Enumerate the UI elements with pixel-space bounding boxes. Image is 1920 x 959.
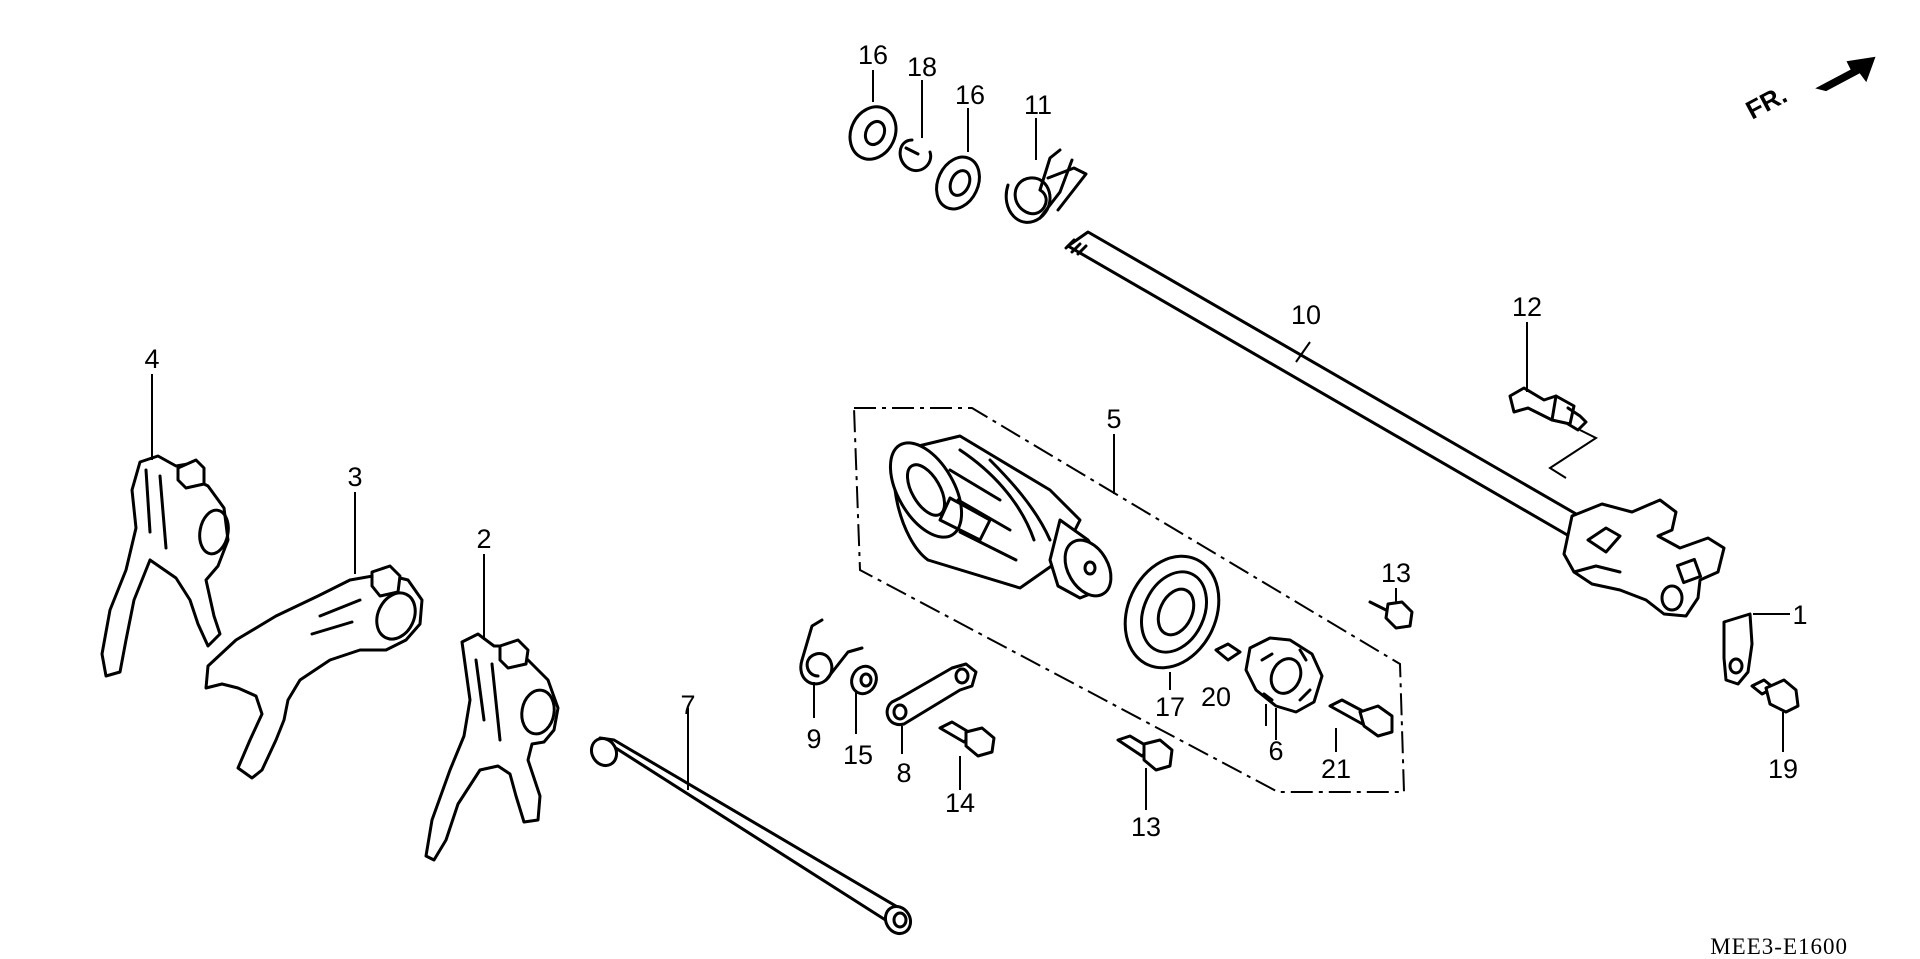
callout-16: 16 [858, 40, 888, 70]
part-2-shift-fork [424, 632, 560, 862]
part-11-return-spring [1004, 148, 1088, 224]
callout-13: 13 [1381, 558, 1411, 588]
part-5-shift-drum-group [852, 407, 1406, 793]
callout-21: 21 [1321, 754, 1351, 784]
part-17-bearing [1123, 554, 1221, 670]
part-9-stopper-spring [799, 618, 864, 686]
part-15-washer [850, 664, 878, 696]
callout-16: 16 [955, 80, 985, 110]
callout-3: 3 [347, 462, 362, 492]
callout-2: 2 [476, 524, 491, 554]
part-10-gearshift-spindle [1064, 230, 1726, 618]
direction-arrow-icon [1815, 56, 1876, 92]
callout-5: 5 [1106, 404, 1121, 434]
diagram-code: MEE3-E1600 [1710, 934, 1848, 959]
part-13-bolt-upper [1368, 600, 1414, 630]
part-14-bolt [938, 720, 996, 758]
callout-10: 10 [1291, 300, 1321, 330]
part-13-bolt-lower [1116, 734, 1174, 772]
callout-8: 8 [896, 758, 911, 788]
direction-label: FR. [1741, 79, 1792, 125]
callout-12: 12 [1512, 292, 1542, 322]
callout-14: 14 [945, 788, 975, 818]
callout-15: 15 [843, 740, 873, 770]
part-19-bolt [1750, 678, 1800, 714]
part-18-clip [898, 138, 933, 173]
part-16-washer-right [935, 155, 981, 211]
callout-1: 1 [1792, 600, 1807, 630]
part-1-bracket [1722, 612, 1754, 686]
callout-11: 11 [1024, 90, 1052, 120]
callout-20: 20 [1201, 682, 1231, 712]
callout-19: 19 [1768, 754, 1798, 784]
leader-lines [151, 70, 1790, 810]
part-12-stopper-bolt [1508, 386, 1599, 479]
part-8-stopper-arm [885, 662, 978, 727]
part-6-drum-center [1244, 636, 1324, 714]
callout-numbers: 16 18 16 11 10 12 4 3 2 5 13 1 19 17 20 … [144, 40, 1807, 842]
callout-13: 13 [1131, 812, 1161, 842]
callout-6: 6 [1268, 736, 1283, 766]
part-4-shift-fork [100, 454, 230, 678]
part-16-washer-left [848, 105, 898, 161]
callout-4: 4 [144, 344, 159, 374]
callout-18: 18 [907, 52, 937, 82]
part-3-shift-fork [204, 564, 424, 780]
part-7-fork-shaft [589, 736, 913, 936]
part-20-dowel-pin [1214, 642, 1242, 662]
part-21-bolt [1328, 698, 1394, 738]
front-direction-marker: FR. [1741, 56, 1876, 125]
callout-17: 17 [1155, 692, 1185, 722]
callout-9: 9 [806, 724, 821, 754]
callout-7: 7 [680, 690, 695, 720]
